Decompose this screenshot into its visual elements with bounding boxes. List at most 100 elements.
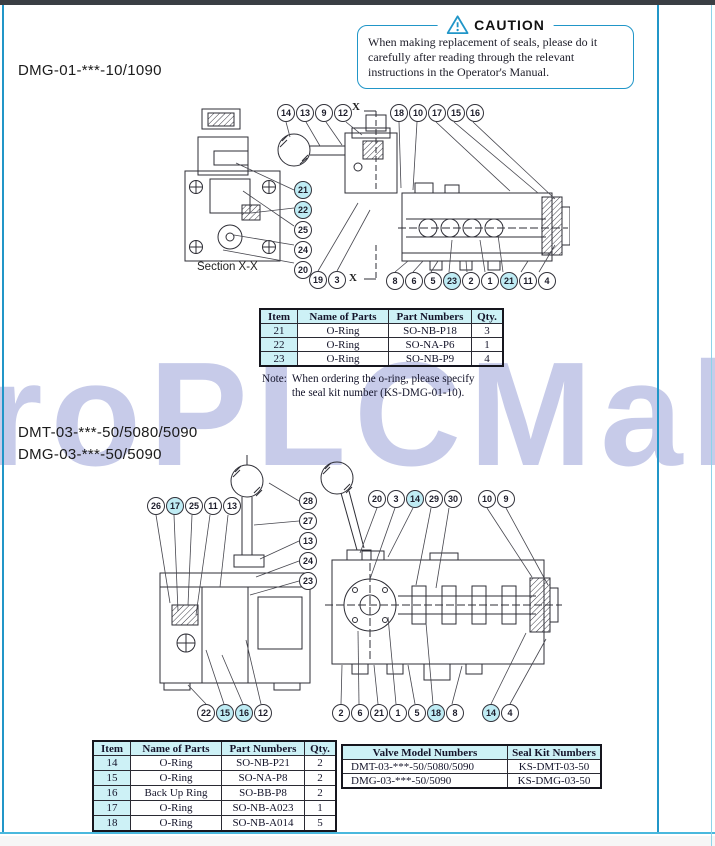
cell-kit: KS-DMT-03-50 <box>507 759 602 774</box>
part-callout: 27 <box>299 512 317 530</box>
part-callout: 26 <box>147 497 165 515</box>
part-callout: 16 <box>466 104 484 122</box>
parts-table-dmg01: Item Name of Parts Part Numbers Qty. 21 … <box>259 308 504 367</box>
cell-name: O-Ring <box>297 337 389 352</box>
part-callout: 29 <box>425 490 443 508</box>
part-callout: 23 <box>299 572 317 590</box>
col-qty: Qty. <box>471 308 504 324</box>
table-row: DMG-03-***-50/5090 KS-DMG-03-50 <box>341 773 602 789</box>
table-row: DMT-03-***-50/5080/5090 KS-DMT-03-50 <box>341 759 602 774</box>
cell-part: SO-NB-P9 <box>388 351 472 367</box>
part-callout: 9 <box>315 104 333 122</box>
part-callout: 8 <box>386 272 404 290</box>
part-callout: 24 <box>294 241 312 259</box>
part-callout: 10 <box>478 490 496 508</box>
cell-item: 18 <box>92 815 131 832</box>
scan-edge-line <box>711 5 712 846</box>
part-callout: 1 <box>389 704 407 722</box>
col-name: Name of Parts <box>130 740 222 756</box>
cell-name: O-Ring <box>130 770 222 786</box>
part-callout: 25 <box>294 221 312 239</box>
part-callout: 24 <box>299 552 317 570</box>
cell-model: DMG-03-***-50/5090 <box>341 773 508 789</box>
cell-kit: KS-DMG-03-50 <box>507 773 602 789</box>
x-marker-bottom: X <box>349 272 357 284</box>
part-callout: 6 <box>405 272 423 290</box>
part-callout: 1 <box>481 272 499 290</box>
cell-part: SO-NB-P21 <box>221 755 305 771</box>
part-callout: 6 <box>351 704 369 722</box>
cell-qty: 1 <box>471 337 504 352</box>
valve-diagram-dmg01 <box>130 95 570 300</box>
valve-diagram-dmt03 <box>130 455 570 740</box>
seal-kit-table: Valve Model Numbers Seal Kit Numbers DMT… <box>341 744 602 789</box>
col-kit: Seal Kit Numbers <box>507 744 602 760</box>
col-item: Item <box>92 740 131 756</box>
caution-box: CAUTION When making replacement of seals… <box>357 15 634 89</box>
part-callout: 23 <box>443 272 461 290</box>
part-callout: 16 <box>235 704 253 722</box>
cell-item: 21 <box>259 323 298 338</box>
cell-qty: 2 <box>304 770 337 786</box>
part-callout: 2 <box>332 704 350 722</box>
table-header-row: Item Name of Parts Part Numbers Qty. <box>92 740 337 756</box>
table-row: 23 O-Ring SO-NB-P9 4 <box>259 351 504 367</box>
note-label: Note: <box>262 373 287 385</box>
part-callout: 15 <box>447 104 465 122</box>
cell-part: SO-NB-A014 <box>221 815 305 832</box>
cell-model: DMT-03-***-50/5080/5090 <box>341 759 508 774</box>
part-callout: 21 <box>500 272 518 290</box>
cell-item: 14 <box>92 755 131 771</box>
part-callout: 20 <box>294 261 312 279</box>
part-callout: 11 <box>204 497 222 515</box>
part-callout: 9 <box>497 490 515 508</box>
part-callout: 11 <box>519 272 537 290</box>
part-callout: 12 <box>254 704 272 722</box>
cell-name: O-Ring <box>297 351 389 367</box>
part-callout: 2 <box>462 272 480 290</box>
cell-qty: 4 <box>471 351 504 367</box>
part-callout: 5 <box>408 704 426 722</box>
part-callout: 5 <box>424 272 442 290</box>
part-callout: 4 <box>538 272 556 290</box>
cell-item: 22 <box>259 337 298 352</box>
cell-part: SO-NA-P6 <box>388 337 472 352</box>
part-callout: 3 <box>328 271 346 289</box>
table-header-row: Item Name of Parts Part Numbers Qty. <box>259 308 504 324</box>
cell-name: O-Ring <box>130 815 222 832</box>
cell-item: 15 <box>92 770 131 786</box>
part-callout: 22 <box>197 704 215 722</box>
cell-item: 23 <box>259 351 298 367</box>
col-part: Part Numbers <box>388 308 472 324</box>
page-border-bottom <box>0 832 715 834</box>
x-marker-top: X <box>352 101 360 113</box>
table-row: 18 O-Ring SO-NB-A014 5 <box>92 815 337 832</box>
table-row: 21 O-Ring SO-NB-P18 3 <box>259 323 504 338</box>
part-callout: 14 <box>482 704 500 722</box>
note: Note: When ordering the o-ring, please s… <box>262 372 487 400</box>
cell-part: SO-NB-P18 <box>388 323 472 338</box>
part-callout: 4 <box>501 704 519 722</box>
part-callout: 20 <box>368 490 386 508</box>
col-item: Item <box>259 308 298 324</box>
part-callout: 13 <box>299 532 317 550</box>
part-callout: 28 <box>299 492 317 510</box>
part-callout: 12 <box>334 104 352 122</box>
col-part: Part Numbers <box>221 740 305 756</box>
part-callout: 22 <box>294 201 312 219</box>
col-model: Valve Model Numbers <box>341 744 508 760</box>
part-callout: 18 <box>390 104 408 122</box>
cell-name: O-Ring <box>130 755 222 771</box>
cell-qty: 1 <box>304 800 337 816</box>
page-border-right <box>657 5 659 834</box>
cell-qty: 2 <box>304 785 337 801</box>
table-row: 15 O-Ring SO-NA-P8 2 <box>92 770 337 786</box>
